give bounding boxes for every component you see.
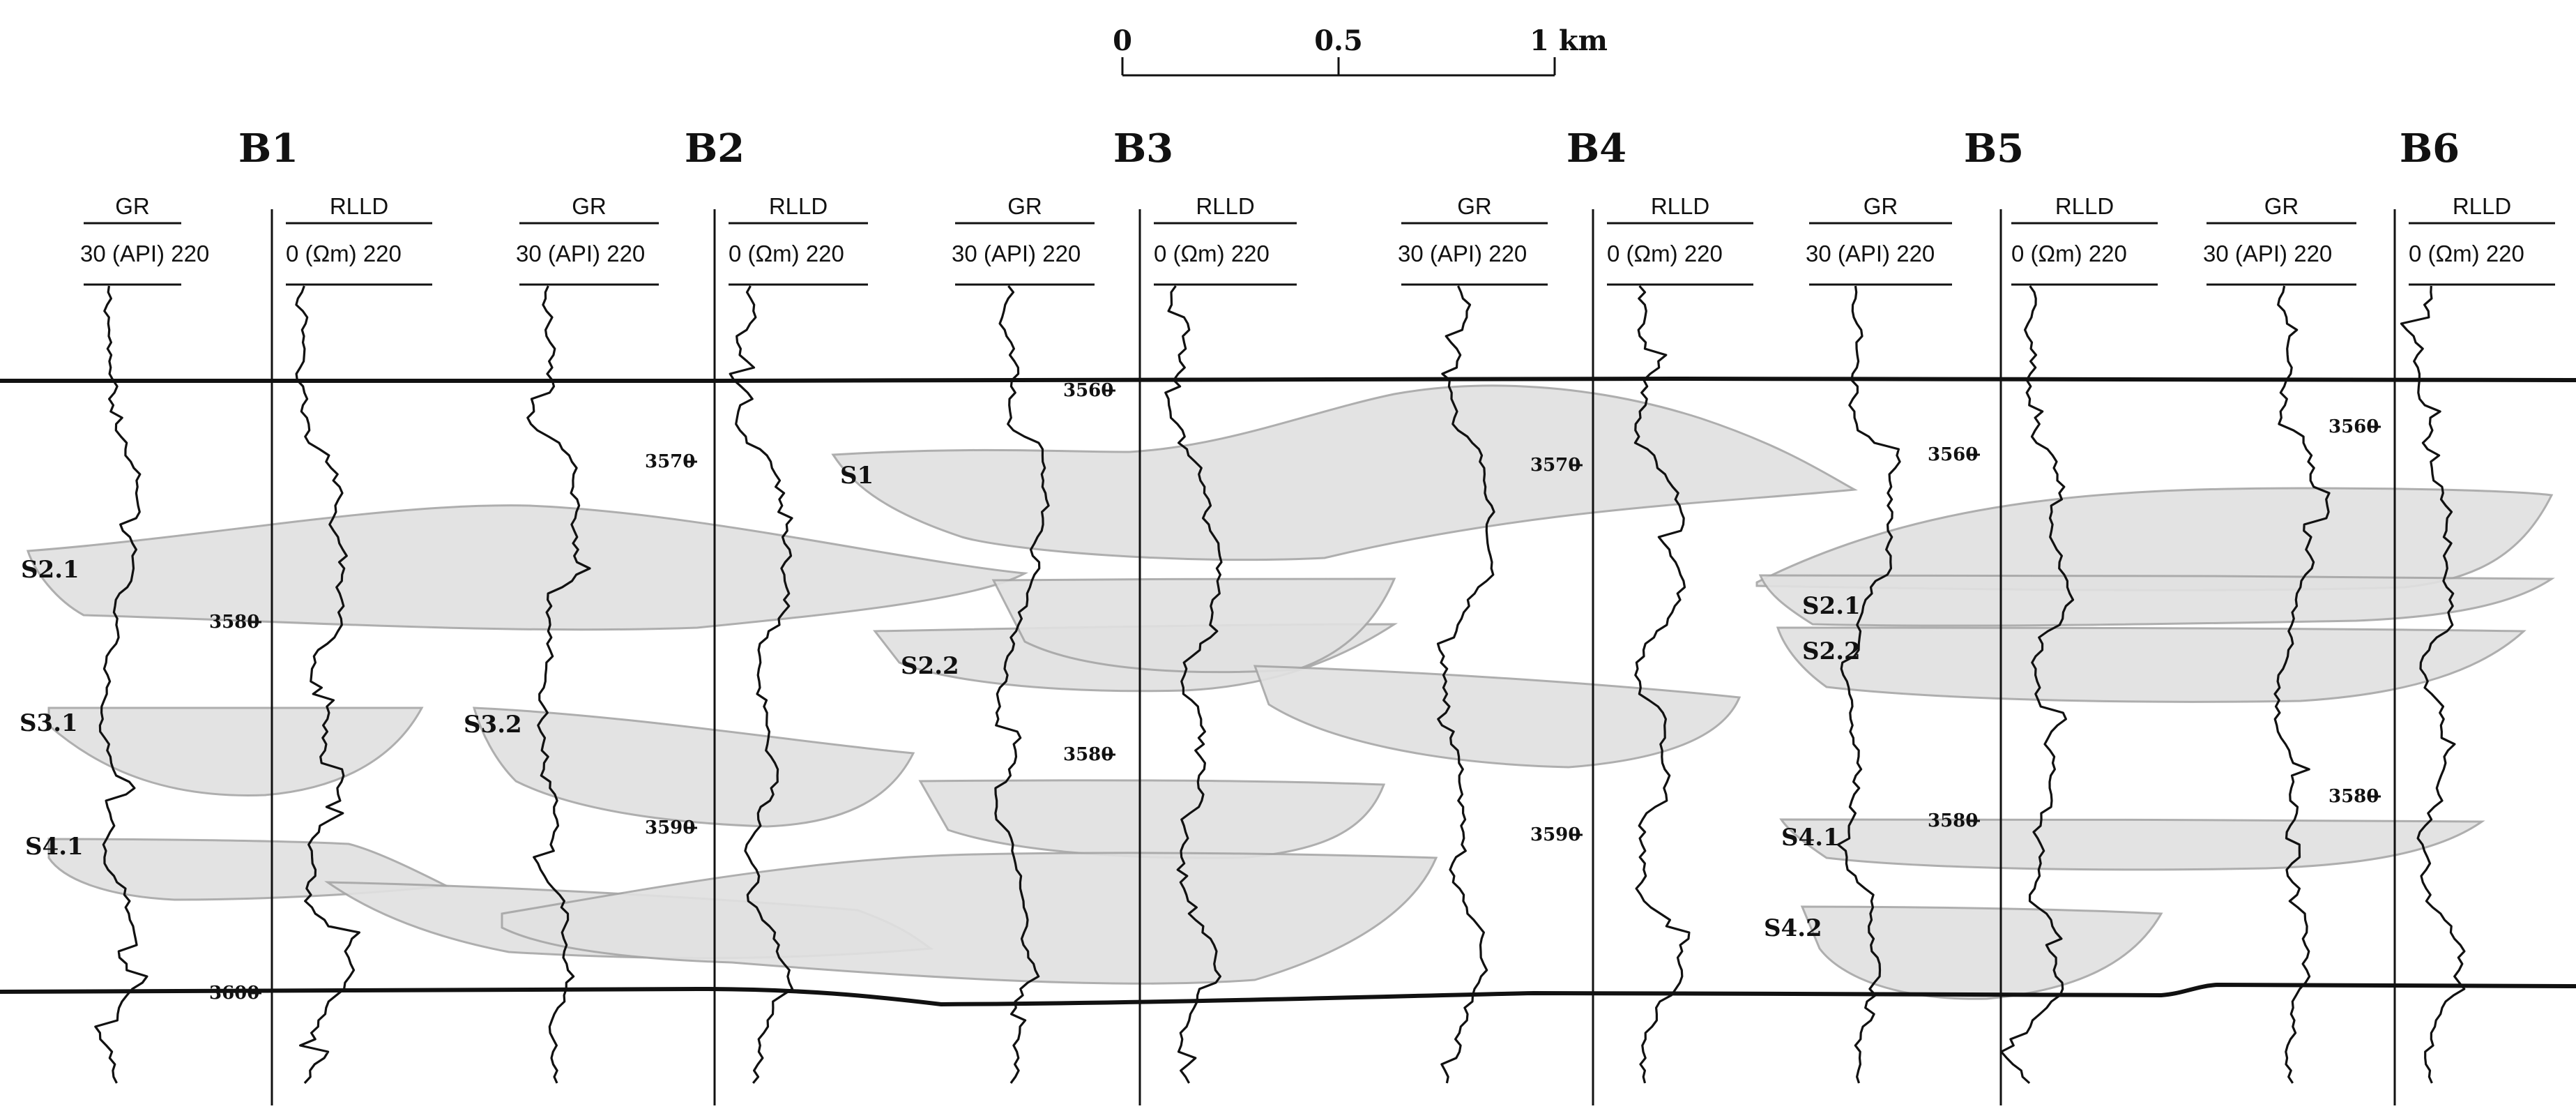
sand-body-s2-mid <box>991 577 1396 674</box>
depth-tick-label: 3560 <box>2329 416 2379 437</box>
rlld-track-label: RLLD <box>2453 193 2511 219</box>
label-s1: S1 <box>840 462 874 490</box>
sand-body-s3-2 <box>472 707 915 828</box>
scale-label-end: 1 km <box>1530 24 1608 57</box>
rlld-log-curve <box>2000 285 2075 1085</box>
sand-body-s1 <box>831 384 1858 561</box>
sand-body-s3-b3 <box>918 779 1386 859</box>
depth-tick-label: 3560 <box>1063 380 1113 401</box>
rlld-log-curve <box>2400 285 2466 1084</box>
gr-log-curve <box>526 285 591 1084</box>
rlld-log-curve <box>295 285 360 1085</box>
well-title: B1 <box>238 126 298 172</box>
label-s4-1-west: S4.1 <box>25 833 84 861</box>
depth-tick-label: 3580 <box>1928 810 1978 831</box>
depth-tick-label: 3580 <box>2329 786 2379 807</box>
base-boundary-line <box>0 982 2576 1007</box>
sand-body-s2-1-east <box>1758 574 2555 627</box>
gr-track-label: GR <box>572 193 607 219</box>
label-s3-1: S3.1 <box>20 709 78 737</box>
label-s2-2-east: S2.2 <box>1802 637 1861 665</box>
sand-bodies <box>26 384 2555 1000</box>
rlld-track-label: RLLD <box>769 193 828 219</box>
scale-label-0: 0 <box>1113 24 1132 57</box>
rlld-log-curve <box>1633 285 1691 1084</box>
label-s2-1-east: S2.1 <box>1802 592 1861 620</box>
scale-label-mid: 0.5 <box>1314 24 1363 57</box>
rlld-track-label: RLLD <box>1196 193 1254 219</box>
sand-body-s4-2 <box>1800 905 2163 1000</box>
rlld-track-label: RLLD <box>2055 193 2114 219</box>
sand-body-labels: S1 S2.1 S2.2 S3.1 S3.2 S4.1 S2.1 S2.2 S4… <box>20 462 1861 942</box>
rlld-scale-range: 0 (Ωm) 220 <box>729 241 844 266</box>
sand-body-s4-1-east <box>1779 818 2485 871</box>
gr-log-curve <box>1836 285 1901 1084</box>
sand-body-s2-b4 <box>1253 665 1742 769</box>
gr-scale-range: 30 (API) 220 <box>1398 241 1527 266</box>
gr-log-curve <box>1436 285 1495 1084</box>
depth-tick-label: 3590 <box>1530 824 1580 845</box>
gr-scale-range: 30 (API) 220 <box>952 241 1081 266</box>
gr-track-label: GR <box>1007 193 1042 219</box>
correlation-boundaries <box>0 376 2576 1007</box>
label-s4-1-east: S4.1 <box>1781 824 1840 852</box>
rlld-scale-range: 0 (Ωm) 220 <box>1154 241 1270 266</box>
sand-body-s3-1 <box>47 707 424 796</box>
gr-log-curve <box>994 285 1050 1084</box>
rlld-scale-range: 0 (Ωm) 220 <box>2409 241 2524 266</box>
well-title: B2 <box>685 126 745 172</box>
gr-track-label: GR <box>2264 193 2299 219</box>
gr-scale-range: 30 (API) 220 <box>1806 241 1935 266</box>
label-s4-2: S4.2 <box>1764 914 1822 942</box>
gr-scale-range: 30 (API) 220 <box>2203 241 2332 266</box>
gr-scale-range: 30 (API) 220 <box>516 241 645 266</box>
depth-tick-label: 3580 <box>1063 744 1113 765</box>
depth-tick-label: 3600 <box>209 983 259 1004</box>
gr-track-label: GR <box>1457 193 1492 219</box>
label-s3-2: S3.2 <box>464 711 522 739</box>
rlld-log-curve <box>1164 285 1223 1084</box>
scale-bar: 0 0.5 1 km <box>1113 24 1608 77</box>
gr-track-label: GR <box>115 193 150 219</box>
rlld-scale-range: 0 (Ωm) 220 <box>1607 241 1723 266</box>
depth-tick-label: 3560 <box>1928 444 1978 465</box>
gr-scale-range: 30 (API) 220 <box>80 241 209 266</box>
rlld-track-label: RLLD <box>330 193 388 219</box>
gr-track-label: GR <box>1864 193 1898 219</box>
well-title: B6 <box>2400 126 2460 172</box>
rlld-scale-range: 0 (Ωm) 220 <box>2011 241 2127 266</box>
depth-tick-label: 3590 <box>645 817 695 838</box>
sand-body-s2-1-west <box>26 504 1029 631</box>
top-boundary-line <box>0 376 2576 383</box>
well-title: B4 <box>1567 126 1626 172</box>
well-title: B5 <box>1964 126 2024 172</box>
label-s2-2-b3: S2.2 <box>901 652 959 680</box>
rlld-track-label: RLLD <box>1651 193 1709 219</box>
depth-tick-label: 3570 <box>1530 455 1580 476</box>
gr-log-curve <box>2273 285 2331 1084</box>
sand-body-s4-b2-b3 <box>501 852 1438 985</box>
gr-log-curve <box>94 285 148 1084</box>
depth-tick-label: 3580 <box>209 612 259 633</box>
depth-tick-label: 3570 <box>645 451 695 472</box>
sand-body-s2-2-east <box>1776 626 2527 703</box>
label-s2-1-west: S2.1 <box>21 556 79 584</box>
rlld-log-curve <box>729 285 794 1085</box>
well-title: B3 <box>1113 126 1173 172</box>
rlld-scale-range: 0 (Ωm) 220 <box>286 241 402 266</box>
